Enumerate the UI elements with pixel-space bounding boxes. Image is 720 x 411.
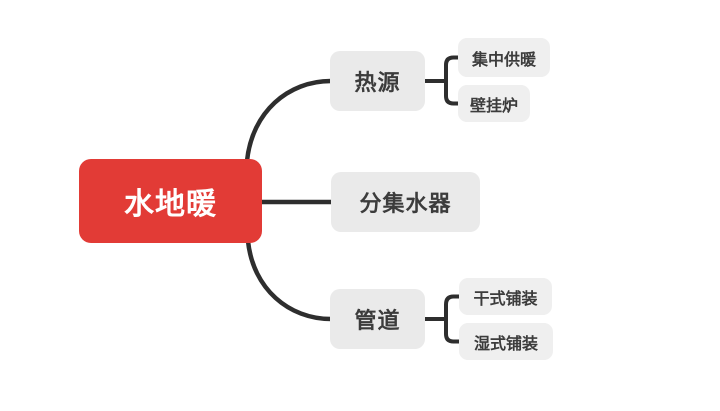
topic-pipes[interactable]: 管道 [330, 289, 425, 349]
subtopic-wet-installation[interactable]: 湿式铺装 [459, 323, 553, 360]
connector-pipes-to-dry-install [444, 294, 461, 321]
central-topic[interactable]: 水地暖 [79, 159, 262, 243]
connector-root-to-heat-source [244, 78, 334, 164]
connector-pipes-to-wet-install [444, 317, 461, 344]
connector-root-to-pipes [245, 238, 334, 322]
topic-manifold[interactable]: 分集水器 [331, 172, 480, 232]
subtopic-central-heating[interactable]: 集中供暖 [458, 38, 550, 77]
topic-heat-source[interactable]: 热源 [330, 51, 425, 111]
subtopic-dry-installation[interactable]: 干式铺装 [459, 278, 552, 315]
subtopic-wall-hung-boiler[interactable]: 壁挂炉 [458, 85, 530, 122]
